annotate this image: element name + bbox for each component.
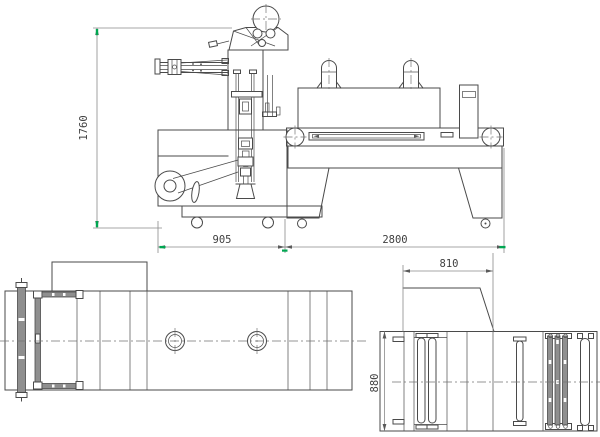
film-unwind-head xyxy=(207,4,289,51)
side-view-tunnel xyxy=(283,58,504,229)
caster-wheel xyxy=(297,218,307,229)
caster-wheel xyxy=(480,218,491,229)
side-tab xyxy=(392,336,405,342)
film-cradle xyxy=(15,278,84,402)
dim-label-2800: 2800 xyxy=(382,234,407,246)
conveyor-belt-slot xyxy=(308,132,425,141)
dimension-sealer-length: 905 xyxy=(157,219,288,253)
dim-label-810: 810 xyxy=(440,258,459,270)
plan-notch xyxy=(51,261,148,292)
caster-wheel xyxy=(262,216,274,229)
sealer-base xyxy=(181,205,323,218)
dimension-exit-depth: 880 xyxy=(369,331,387,431)
plan-outline xyxy=(4,290,353,391)
dimension-tunnel-length: 2800 xyxy=(285,148,506,253)
tunnel-leg xyxy=(457,167,503,219)
exit-outline xyxy=(379,331,598,432)
tunnel-leg xyxy=(286,167,330,219)
discharge-hood xyxy=(402,287,495,333)
exit-roller-middle xyxy=(513,336,527,426)
seal-press-assembly xyxy=(235,156,256,199)
dimension-height: 1760 xyxy=(78,27,232,229)
plan-view-exit-conveyor xyxy=(379,287,600,432)
side-view-sealer xyxy=(154,4,323,229)
dim-label-905: 905 xyxy=(213,234,232,246)
film-roll-lower xyxy=(154,159,239,203)
exit-roller-group xyxy=(545,333,572,430)
tunnel-chimney xyxy=(398,58,424,92)
control-panel-display xyxy=(462,91,476,98)
film-carriage-arm xyxy=(154,58,229,76)
plan-view-sealer xyxy=(0,261,366,402)
control-panel xyxy=(459,84,479,139)
caster-wheel xyxy=(191,216,203,229)
tunnel-chimney xyxy=(316,58,342,92)
tunnel-body xyxy=(297,87,441,129)
side-tab xyxy=(392,419,405,425)
tunnel-under-frame xyxy=(287,145,503,169)
dim-label-880: 880 xyxy=(369,374,381,393)
dimension-exit-width: 810 xyxy=(402,253,494,332)
handle xyxy=(207,40,219,48)
dim-label-1760: 1760 xyxy=(78,115,90,140)
exit-rollers-left xyxy=(414,333,447,430)
